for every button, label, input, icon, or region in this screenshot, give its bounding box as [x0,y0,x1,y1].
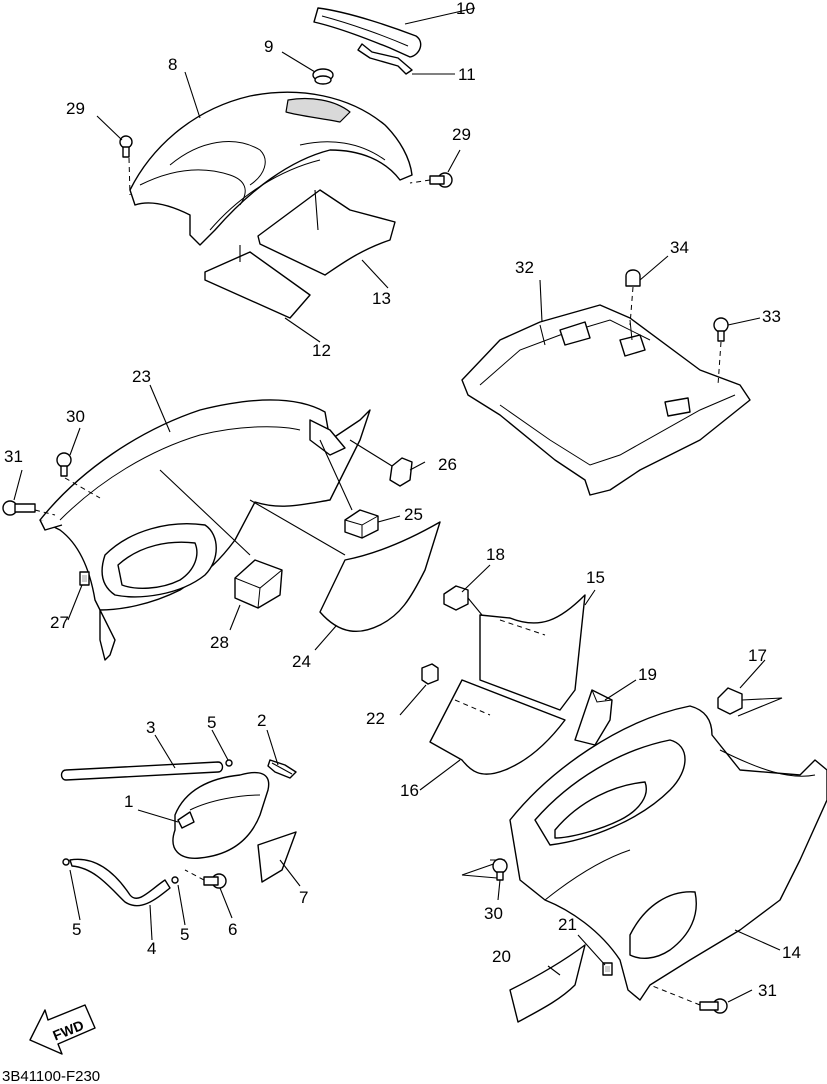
callout-27: 27 [50,613,69,632]
callout-2: 2 [257,711,266,730]
callout-29-right: 29 [452,125,471,144]
part-12-pad [204,251,311,319]
part-13-pad [257,189,396,276]
part-25-cushion [344,509,379,539]
part-5-clip-top [225,759,233,767]
part-2-clamp [267,759,297,779]
part-23-rear-fender [39,399,371,661]
callout-33: 33 [762,307,781,326]
callout-30-left: 30 [66,407,85,426]
callout-5-top: 5 [207,713,216,732]
callout-25: 25 [404,505,423,524]
callout-10: 10 [456,0,475,18]
leader-lines [13,7,781,1003]
drawing-code: 3B41100-F230 [2,1068,100,1084]
callout-1: 1 [124,792,133,811]
callout-14: 14 [782,943,801,962]
part-28-damper [234,559,283,609]
callout-15: 15 [586,568,605,587]
callout-26: 26 [438,455,457,474]
part-14-side-cover [509,705,827,1001]
fwd-arrow-icon: FWD [29,1004,96,1055]
part-7-pad [257,831,297,883]
callout-13: 13 [372,289,391,308]
part-5-clip-mid [171,876,179,884]
callout-29-left: 29 [66,99,85,118]
callout-12: 12 [312,341,331,360]
part-8-front-fender [129,91,413,246]
part-16-cover [429,679,566,775]
callout-22: 22 [366,709,385,728]
callout-34: 34 [670,238,689,257]
part-24-mud-flap [319,521,441,632]
part-5-clip-left [62,858,70,866]
part-4-hose [69,858,171,907]
part-19-damper [574,689,613,746]
callout-labels: 10 11 8 9 29 29 13 12 32 34 33 23 30 31 … [4,0,801,1000]
callout-30-right: 30 [484,904,503,923]
part-27-clip [79,571,90,586]
callout-4: 4 [147,939,156,958]
callout-16: 16 [400,781,419,800]
callout-8: 8 [168,55,177,74]
part-32-rear-carrier [461,304,751,496]
part-6-bolt [203,873,227,889]
callout-21: 21 [558,915,577,934]
part-30-bolt-right [492,858,508,881]
part-15-cover [479,594,586,711]
callout-6: 6 [228,920,237,939]
part-10-cap [313,7,422,58]
part-34-clip [625,269,641,287]
callout-11: 11 [458,65,476,84]
callout-20: 20 [492,947,511,966]
callout-23: 23 [132,367,151,386]
callout-7: 7 [299,888,308,907]
part-17-cushion [717,687,743,715]
part-9-grommet [312,68,334,85]
part-33-bolt [713,317,729,342]
part-31-bolt-right [699,998,728,1014]
callout-31-right: 31 [758,981,777,1000]
callout-3: 3 [146,718,155,737]
callout-19: 19 [638,665,657,684]
part-26-cushion [389,457,413,487]
part-31-bolt-left [2,500,36,516]
callout-5-left: 5 [72,920,81,939]
callout-32: 32 [515,258,534,277]
part-1-tank [172,772,270,859]
callout-28: 28 [210,633,229,652]
callout-17: 17 [748,646,767,665]
part-20-mud-flap [509,944,586,1023]
callout-18: 18 [486,545,505,564]
part-3-rod [60,761,224,781]
callout-5-mid: 5 [180,925,189,944]
part-30-bolt-left [56,452,72,477]
callout-24: 24 [292,652,311,671]
part-29-bolt-right [429,172,453,188]
part-11-bracket [357,43,413,75]
part-29-bolt-left [119,135,133,158]
callout-31-left: 31 [4,447,23,466]
part-21-clip [602,962,613,976]
callout-9: 9 [264,37,273,56]
part-22-clip [421,663,439,685]
